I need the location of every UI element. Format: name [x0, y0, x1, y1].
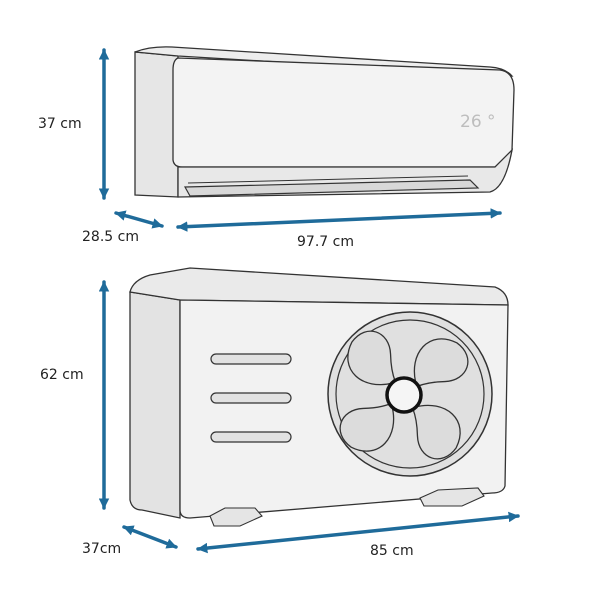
fan-blades: [339, 330, 469, 460]
outdoor-unit-foot-right: [419, 487, 485, 507]
outdoor-height-label: 62 cm: [40, 367, 84, 383]
indoor-unit-side: [134, 51, 179, 198]
outdoor-unit-side: [129, 291, 181, 519]
indoor-display-temperature: 26 °: [460, 112, 496, 132]
fan-blade: [339, 402, 395, 452]
fan-blade: [411, 404, 461, 460]
outdoor-unit-top: [129, 267, 509, 306]
vent-slot: [210, 353, 292, 365]
outdoor-width-label: 85 cm: [370, 543, 414, 559]
vent-slot: [210, 431, 292, 443]
indoor-unit-louver: [183, 179, 480, 197]
fan-blade: [413, 338, 469, 388]
indoor-height-label: 37 cm: [38, 116, 82, 132]
outdoor-depth-arrow: [122, 525, 178, 549]
indoor-unit: [134, 46, 515, 198]
outdoor-unit-vents: [210, 353, 292, 443]
indoor-width-label: 97.7 cm: [297, 234, 354, 250]
dimension-arrows: [98, 48, 520, 554]
fan-hub: [385, 376, 423, 414]
indoor-depth-arrow: [114, 210, 164, 229]
fan-icon: [327, 311, 493, 477]
outdoor-depth-label: 37cm: [82, 541, 122, 557]
indoor-width-arrow: [176, 208, 502, 232]
outdoor-width-arrow: [196, 511, 520, 554]
vent-slot: [210, 392, 292, 404]
indoor-depth-label: 28.5 cm: [82, 229, 139, 245]
outdoor-unit: [129, 267, 509, 527]
fan-blade: [347, 330, 397, 386]
